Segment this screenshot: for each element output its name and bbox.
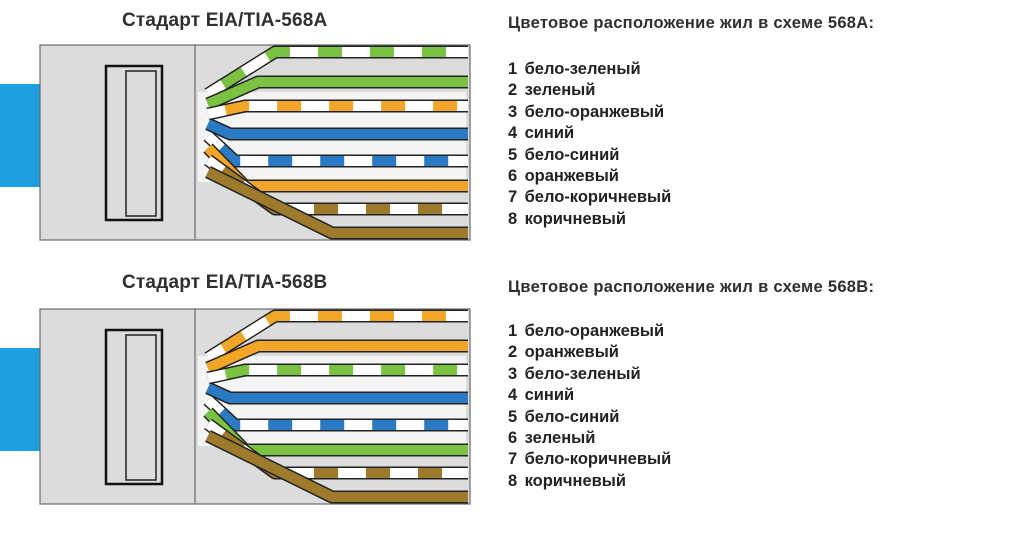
wire-number: 1	[508, 322, 518, 340]
list-item: 1 бело-зеленый	[508, 59, 671, 80]
wire	[204, 309, 468, 364]
wire	[205, 166, 468, 240]
wire-number: 2	[508, 343, 518, 362]
wire	[205, 118, 468, 141]
list-item: 3 бело-зеленый	[508, 364, 671, 385]
wire-number: 8	[508, 471, 518, 490]
wire	[206, 99, 468, 121]
wire-core	[205, 119, 468, 139]
wire-number: 7	[508, 450, 518, 469]
list-item: 8 коричневый	[508, 209, 671, 230]
wire-core	[205, 341, 468, 373]
wire-name: синий	[524, 386, 575, 405]
wire-number: 4	[508, 124, 518, 143]
wire	[205, 430, 468, 504]
wire-name: оранжевый	[524, 167, 619, 186]
wire-core	[205, 167, 468, 238]
wire-core	[205, 383, 468, 403]
wire-name: бело-зеленый	[524, 364, 641, 383]
wire	[205, 382, 468, 405]
wire-number: 2	[508, 81, 518, 100]
latch-outer	[104, 64, 164, 222]
wire-stripe	[206, 101, 468, 119]
connector-568a-diagram	[0, 44, 471, 241]
wire-name: бело-синий	[524, 145, 620, 164]
wire-number: 6	[508, 429, 518, 448]
list-item: 6 зеленый	[508, 428, 671, 449]
list-item: 5 бело-синий	[508, 145, 671, 166]
list-item: 4 синий	[508, 385, 671, 406]
wire-name: оранжевый	[524, 343, 619, 362]
list-item: 7 бело-коричневый	[508, 187, 671, 208]
wire-number: 5	[508, 145, 518, 164]
wire-stripe	[205, 419, 468, 478]
list-item: 4 синий	[508, 123, 671, 144]
wire-number: 8	[508, 209, 518, 228]
wire	[206, 363, 468, 385]
wire-number: 1	[508, 60, 518, 78]
list-item: 7 бело-коричневый	[508, 449, 671, 470]
wire-name: синий	[524, 124, 575, 143]
wire	[205, 339, 468, 374]
list-item: 2 зеленый	[508, 80, 671, 101]
wire-number: 4	[508, 386, 518, 405]
standard-b-title: Стадарт EIA/TIA-568B	[122, 272, 328, 293]
wire-stripe	[204, 396, 468, 430]
wire-name: коричневый	[524, 471, 627, 490]
list-item: 5 бело-синий	[508, 407, 671, 428]
wire-list-568a: 1 бело-зеленый 2 зеленый 3 бело-оранжевы…	[508, 59, 671, 230]
list-item: 2 оранжевый	[508, 342, 671, 363]
wire	[205, 75, 468, 110]
wire-stripe	[204, 132, 468, 166]
wire-number: 5	[508, 407, 518, 426]
wire-stripe	[205, 311, 468, 363]
wire-number: 7	[508, 188, 518, 207]
wire-core	[205, 77, 468, 109]
wire-core	[205, 431, 468, 502]
list-item: 6 оранжевый	[508, 166, 671, 187]
standard-b-heading: Цветовое расположение жил в схеме 568B:	[508, 278, 875, 296]
wire-number: 6	[508, 167, 518, 186]
wire-name: коричневый	[524, 209, 627, 228]
list-item: 3 бело-оранжевый	[508, 102, 671, 123]
wire	[204, 45, 468, 100]
standard-a-title: Стадарт EIA/TIA-568A	[122, 10, 328, 31]
wire-stripe	[206, 365, 468, 383]
wire-name: бело-синий	[524, 407, 620, 426]
latch-inner	[125, 334, 157, 481]
wire-stripe	[205, 47, 468, 99]
wire	[203, 395, 468, 432]
list-item: 1 бело-оранжевый	[508, 321, 671, 342]
standard-a-heading: Цветовое расположение жил в схеме 568A:	[508, 14, 875, 32]
latch-outer	[104, 328, 164, 486]
wire-name: бело-оранжевый	[524, 102, 665, 121]
wire-number: 3	[508, 364, 518, 383]
list-item: 8 коричневый	[508, 471, 671, 492]
wire-name: бело-оранжевый	[524, 322, 665, 340]
wire-name: зеленый	[524, 81, 596, 100]
latch-inner	[125, 70, 157, 217]
wire-stripe	[205, 155, 468, 214]
wire-name: бело-коричневый	[524, 450, 672, 469]
wire-name: бело-коричневый	[524, 188, 672, 207]
wire-name: бело-зеленый	[524, 60, 641, 78]
wire-number: 3	[508, 102, 518, 121]
connector-568b-diagram	[0, 308, 471, 505]
wire	[203, 131, 468, 168]
wire-list-568b: 1 бело-оранжевый 2 оранжевый 3 бело-зеле…	[508, 321, 671, 492]
wire-name: зеленый	[524, 429, 596, 448]
